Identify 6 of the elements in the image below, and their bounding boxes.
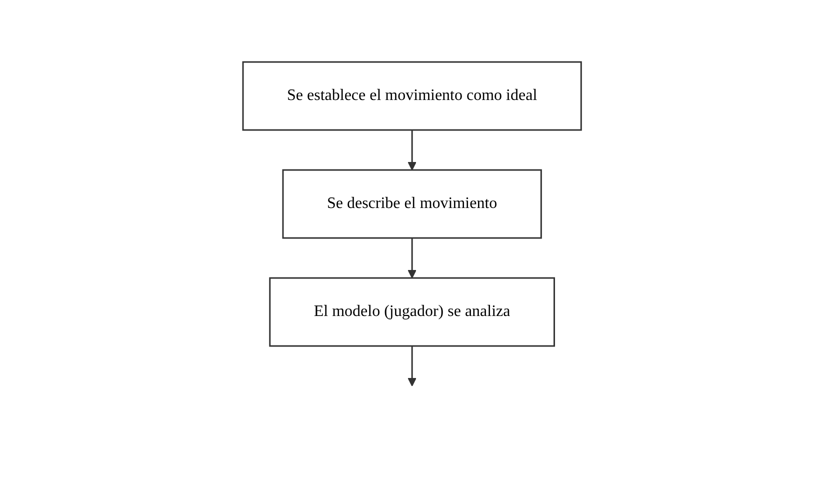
arrow — [408, 346, 416, 386]
node-box: Se establece el movimiento como ideal — [242, 60, 582, 130]
node-box: Se describe el movimiento — [282, 168, 542, 238]
arrow — [408, 238, 416, 278]
node-box: El modelo (jugador) se analiza — [269, 276, 555, 346]
arrow — [408, 130, 416, 170]
